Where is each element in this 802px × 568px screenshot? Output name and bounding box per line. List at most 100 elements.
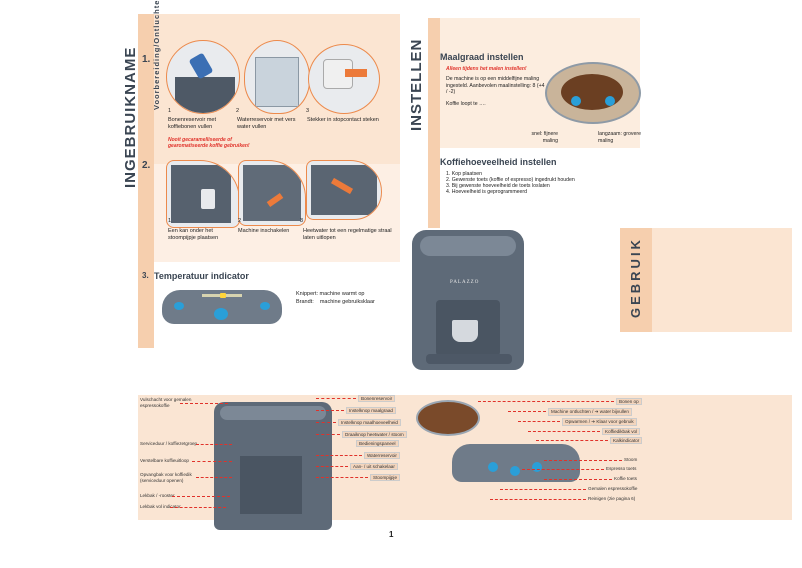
bean-bag-shape xyxy=(188,52,214,80)
label-ontluchten: Machine ontluchten / ➔ water bijvullen xyxy=(548,408,632,416)
temp-led xyxy=(220,293,226,298)
label-waterreservoir: Waterreservoir xyxy=(364,452,400,459)
step3-number: 3. xyxy=(142,271,149,280)
leader-line xyxy=(316,410,344,411)
leader-line xyxy=(196,444,232,445)
leader-line xyxy=(536,440,608,441)
overview-recess xyxy=(240,456,302,514)
step1-item1-num: 1 xyxy=(168,108,172,114)
arrow-shape xyxy=(345,69,367,77)
leader-line xyxy=(170,507,226,508)
label-lekbak: Lekbak / -rooster xyxy=(140,493,175,498)
overview-btn-espresso[interactable] xyxy=(510,466,520,476)
ingebruikname-title: INGEBRUIKNAME xyxy=(122,46,139,188)
maalgraad-note: Alleen tijdens het malen instellen! xyxy=(446,66,527,72)
grinder-dial xyxy=(545,62,641,124)
label-draaiknop: Draaiknop heetwater / stoom xyxy=(342,431,407,438)
step1-item2-num: 2 xyxy=(236,108,240,114)
power-switch-photo xyxy=(238,160,306,226)
leader-line xyxy=(544,460,622,461)
label-aan-uit: Aan- / uit schakelaar xyxy=(350,463,398,470)
hoeveelheid-heading: Koffiehoeveelheid instellen xyxy=(440,157,557,167)
label-kalkindicator: Kalkindicator xyxy=(610,437,643,444)
hoeveelheid-step1: 1. Kop plaatsen xyxy=(446,171,483,177)
leader-line xyxy=(316,466,348,467)
leader-line xyxy=(500,489,586,490)
label-bonen-op: Bonen op xyxy=(616,398,642,405)
label-koffie: Koffie toets xyxy=(614,476,637,481)
leader-line xyxy=(316,434,340,435)
drip-tray xyxy=(426,354,512,364)
step1-warning: Nooit gecaramelliseerde of gearomatiseer… xyxy=(168,137,250,149)
label-gemalen: Gemalen espressokoffie xyxy=(588,486,638,491)
hot-water-photo xyxy=(306,160,382,220)
grind-knob-2 xyxy=(605,96,615,106)
leader-line xyxy=(316,422,336,423)
middle-vertical-band xyxy=(428,18,440,228)
overview-btn-coffee[interactable] xyxy=(532,462,542,472)
leader-line xyxy=(172,496,230,497)
label-koffiedikbak: Koffiedikbak vol xyxy=(602,428,641,435)
leader-line xyxy=(508,411,546,412)
maalgraad-run: Koffie loopt te …. xyxy=(446,101,486,107)
machine-top-panel xyxy=(420,236,516,256)
machine-top-shape xyxy=(175,77,235,113)
label-lekbak-vol: Lekbak vol indicator xyxy=(140,504,181,509)
step1-item3-text: Stekker in stopcontact steken xyxy=(307,117,379,123)
step3-heading: Temperatuur indicator xyxy=(154,271,249,281)
leader-line xyxy=(316,398,356,399)
label-maalhoeveelheid: Instelknop maalhoeveelheid xyxy=(338,419,401,426)
grind-knob-1 xyxy=(571,96,581,106)
step2-number: 2. xyxy=(142,160,151,171)
step1-item3-num: 3 xyxy=(306,108,310,114)
step2-item1-num: 1 xyxy=(168,218,172,224)
leader-line xyxy=(316,477,368,478)
hoeveelheid-step3: 3. Bij gewenste hoeveelheid de toets los… xyxy=(446,183,550,189)
leader-line xyxy=(544,479,612,480)
step1-item1-text: Bonenreservoir met koffiebonen vullen xyxy=(168,117,216,130)
leader-line xyxy=(180,403,228,404)
maalgraad-coarse: langzaam: grovere maling xyxy=(598,131,641,144)
panel-shape xyxy=(243,165,301,221)
leader-line xyxy=(490,499,586,500)
label-bedieningspaneel: Bedieningspaneel xyxy=(356,440,399,447)
label-serviceduur: Serviceduur / koffiezetgroep xyxy=(140,441,198,446)
leader-line xyxy=(528,431,600,432)
overview-top xyxy=(220,406,326,420)
step2-item2-num: 2 xyxy=(238,218,242,224)
leader-line xyxy=(522,469,604,470)
label-espresso: Espresso toets xyxy=(606,466,637,471)
panel-button-left[interactable] xyxy=(174,302,184,310)
hoeveelheid-step4: 4. Hoeveelheid is geprogrammeerd xyxy=(446,189,528,195)
label-opvangbak: Opvangbak voor koffiedik (serviceduur op… xyxy=(140,472,192,483)
step2-item1-text: Een kan onder het stoompijpje plaatsen xyxy=(168,228,219,241)
label-opwarmen: Opwarmen / ➔ Klaar voor gebruik xyxy=(562,418,637,426)
temperature-panel xyxy=(162,290,282,324)
panel-button-right[interactable] xyxy=(260,302,270,310)
maalgraad-fine: snel: fijnere maling xyxy=(531,131,558,144)
instellen-title: INSTELLEN xyxy=(408,38,425,131)
page-number: 1 xyxy=(389,530,394,539)
water-tank-photo xyxy=(244,40,310,114)
jug-photo xyxy=(166,160,240,228)
gebruik-band xyxy=(620,228,652,332)
panel-button-center[interactable] xyxy=(214,308,228,320)
gebruik-band-light xyxy=(652,228,792,332)
bean-fill-photo xyxy=(166,40,240,114)
label-reinigen: Reinigen (zie pagina 6) xyxy=(588,496,636,501)
cup-shape xyxy=(452,320,478,342)
beans-fill xyxy=(561,74,623,110)
machine-logo: PALAZZO xyxy=(450,280,480,285)
maalgraad-body: De machine is op een middelfijne maling … xyxy=(446,76,545,95)
machine-photo-large: PALAZZO xyxy=(412,230,524,370)
step2-item3-num: 3 xyxy=(300,218,304,224)
label-maalgraad: Instelknop maalgraad xyxy=(346,407,396,414)
water-tank-shape xyxy=(255,57,299,107)
voorbereiding-heading: Voorbereiding/Ontluchten xyxy=(152,0,161,110)
step1-number: 1. xyxy=(142,54,151,65)
control-panel-overview xyxy=(452,444,580,482)
label-vulschacht: Vulschacht voor gemalen espressokoffie xyxy=(140,397,192,408)
label-bonenreservoir: Bonenreservoir xyxy=(358,395,396,402)
overview-btn-steam[interactable] xyxy=(488,462,498,472)
